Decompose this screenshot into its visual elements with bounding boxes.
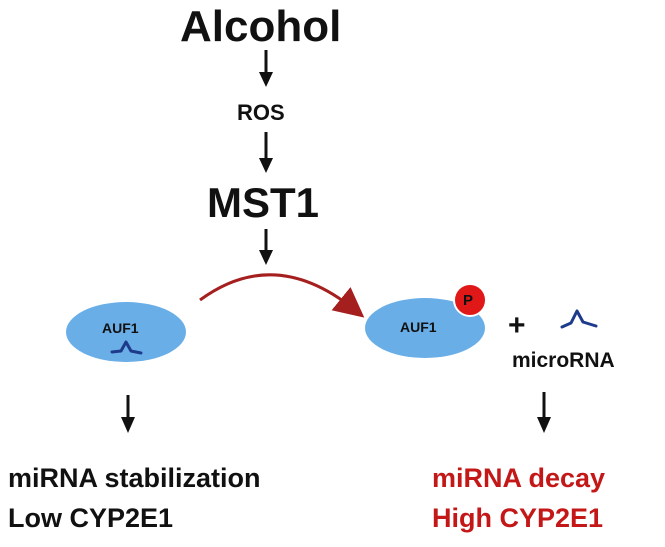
mst1-label: MST1 xyxy=(207,179,320,226)
arrow-right-outcome xyxy=(537,392,551,433)
auf1-right-label: AUF1 xyxy=(400,319,437,335)
auf1-left-ellipse xyxy=(66,302,186,362)
phospho-circle xyxy=(453,283,487,317)
microrna-label: microRNA xyxy=(512,349,615,372)
arrow-left-outcome xyxy=(121,395,135,433)
right-outcome-line1: miRNA decay xyxy=(432,463,606,493)
right-outcome-line2: High CYP2E1 xyxy=(432,503,604,533)
auf1-right-ellipse xyxy=(365,298,485,358)
phosphorylation-transition-arrow xyxy=(199,273,365,318)
ros-label: ROS xyxy=(237,100,285,125)
left-outcome-line1: miRNA stabilization xyxy=(8,463,261,493)
arrow-ros-to-mst1 xyxy=(259,132,273,173)
auf1-left-label: AUF1 xyxy=(102,320,139,336)
arrow-alcohol-to-ros xyxy=(259,50,273,87)
left-outcome-line2: Low CYP2E1 xyxy=(8,503,174,533)
alcohol-label: Alcohol xyxy=(180,2,342,51)
phospho-label: P xyxy=(463,292,474,309)
bound-microrna-strand xyxy=(110,340,143,355)
plus-sign: + xyxy=(508,309,526,342)
free-microrna-strand xyxy=(560,309,598,329)
arrow-mst1-down xyxy=(259,229,273,265)
